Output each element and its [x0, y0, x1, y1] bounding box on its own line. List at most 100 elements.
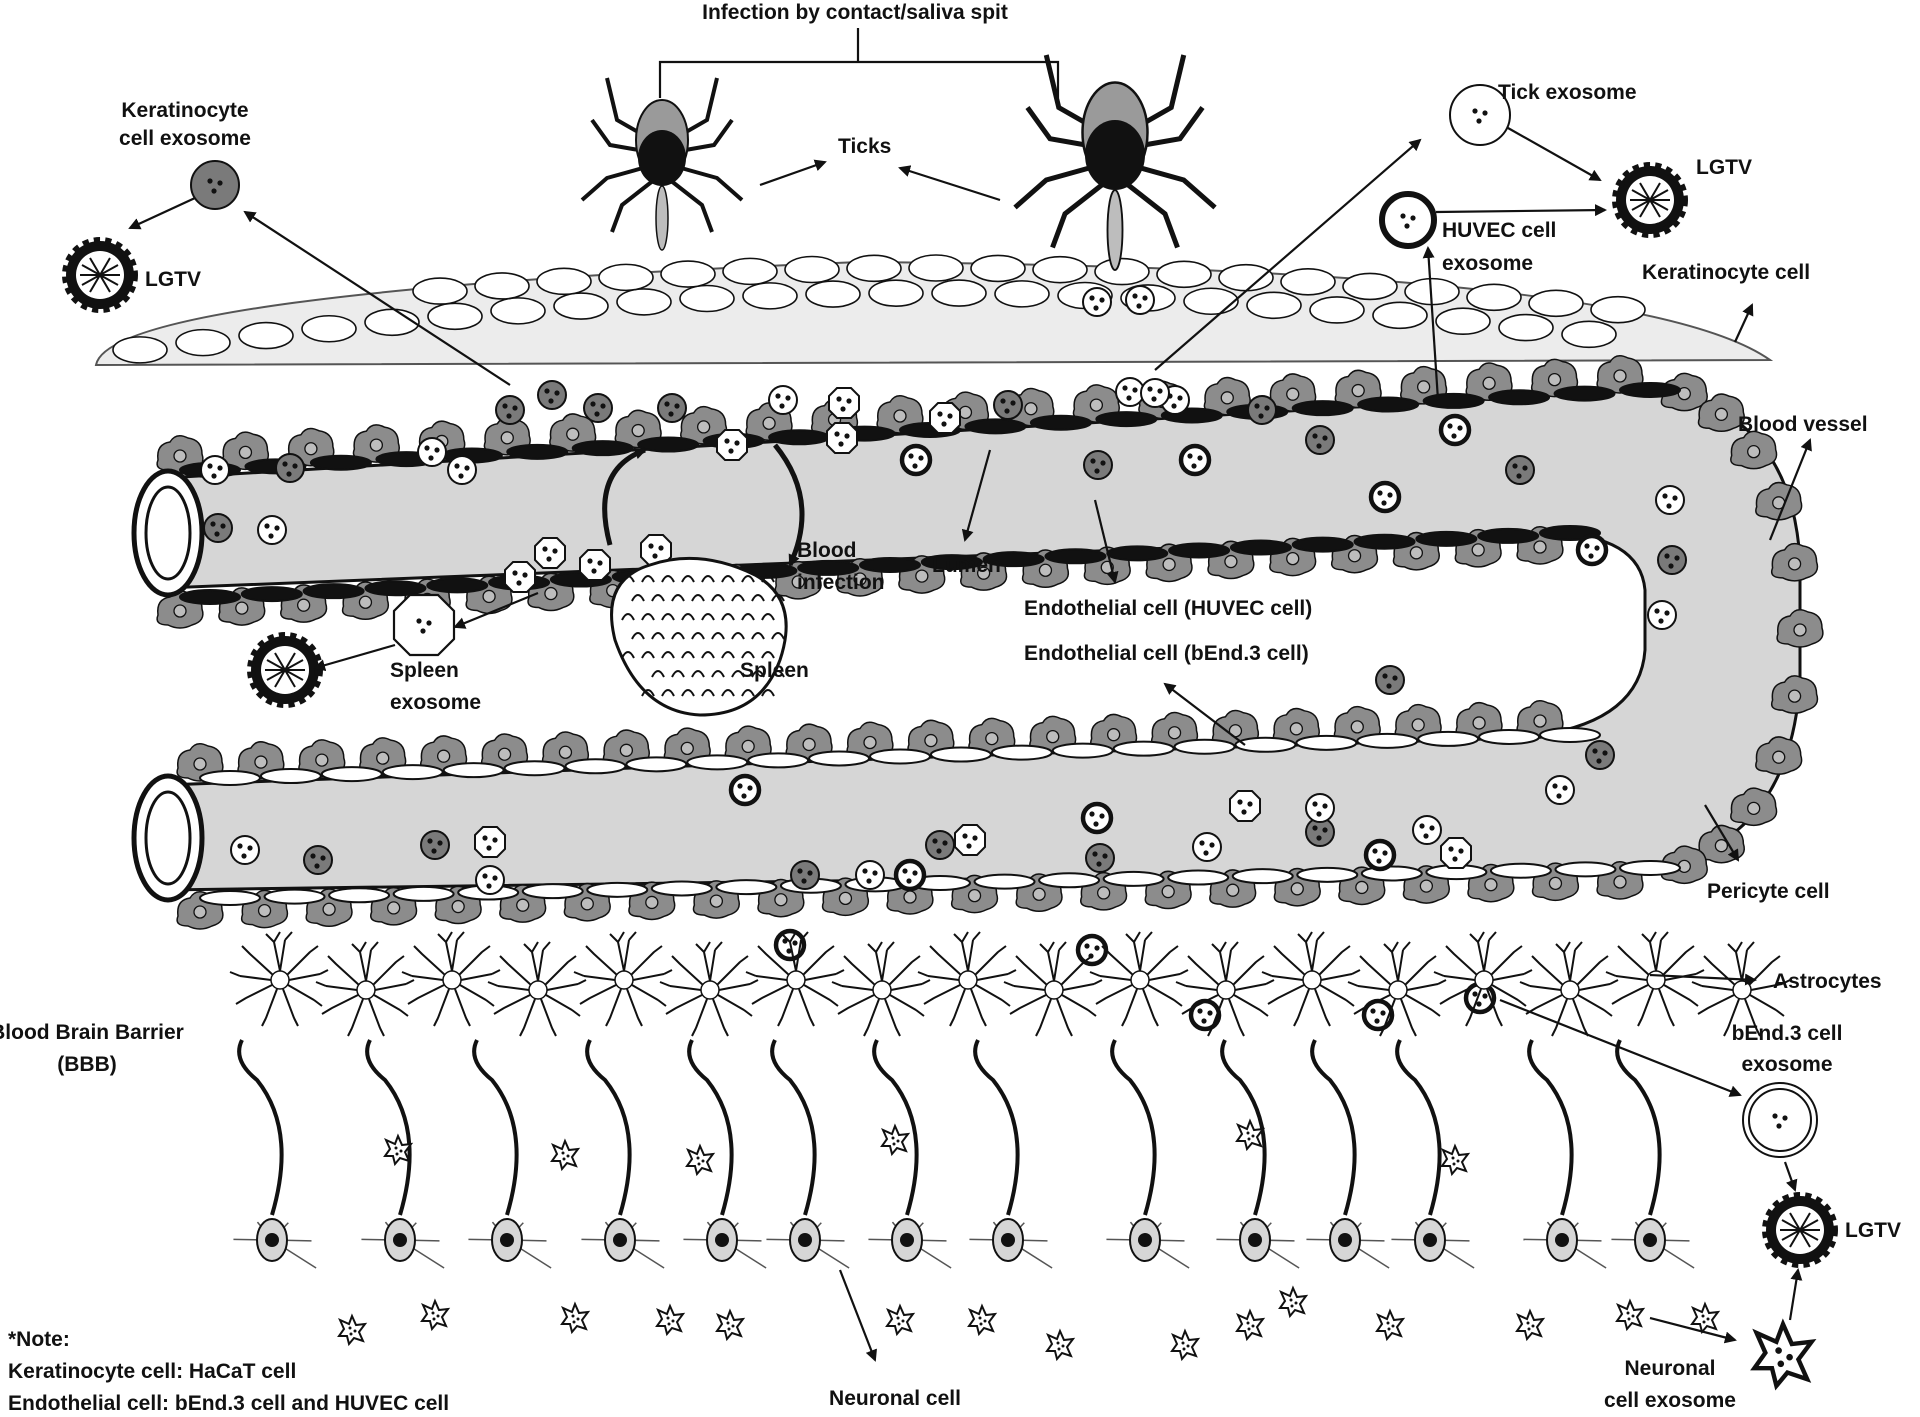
keratinocyte-cell: [1218, 263, 1274, 292]
spleen-texture-mark: [741, 651, 755, 659]
label-keratinocyte-cell: Keratinocyte cell: [1642, 261, 1810, 284]
exosome-icon: [475, 827, 505, 857]
neuron-icon: [992, 1218, 1024, 1262]
spleen-texture-mark: [681, 689, 695, 697]
exosome-icon: [1078, 936, 1106, 964]
keratinocyte-cell: [994, 280, 1050, 308]
neuron-axon: [872, 1039, 919, 1216]
exosome-icon: [1306, 426, 1334, 454]
neuronal-exosome-star-icon: [716, 1310, 744, 1340]
exosome-icon: [580, 550, 610, 580]
keratinocyte-cell: [805, 280, 861, 308]
endothelial-cell: [1291, 400, 1354, 417]
endothelial-cell: [964, 418, 1027, 435]
exosome-icon: [1441, 838, 1471, 868]
endothelial-cell: [1029, 414, 1092, 431]
neuronal-exosome-star-icon: [561, 1303, 589, 1333]
spleen-texture-mark: [681, 575, 695, 583]
neuron-icon: [256, 1218, 288, 1262]
spleen-texture-mark: [661, 651, 675, 659]
spleen-texture-mark: [721, 575, 735, 583]
exosome-icon: [1648, 601, 1676, 629]
label-spleen-exosome-1: Spleen: [390, 659, 459, 682]
endothelial-cell: [637, 436, 700, 453]
keratinocyte-cell: [1372, 301, 1428, 330]
exosome-icon: [535, 538, 565, 568]
keratinocyte-cell: [1528, 289, 1584, 318]
endothelial-cell: [259, 768, 322, 785]
spleen-texture-mark: [771, 632, 785, 640]
neuron-axon: [973, 1039, 1020, 1216]
spleen-texture-mark: [771, 594, 785, 602]
exosome-icon: [1248, 396, 1276, 424]
spleen-texture-mark: [661, 575, 675, 583]
endothelial-cell: [1478, 728, 1541, 745]
neuron-icon: [1329, 1218, 1361, 1262]
spleen-texture-mark: [661, 689, 675, 697]
keratinocyte-cell: [112, 336, 168, 364]
spleen-texture-mark: [711, 594, 725, 602]
exosome-icon: [1658, 546, 1686, 574]
astrocyte-icon: [573, 931, 673, 1027]
exosome-icon: [1546, 776, 1574, 804]
astrocyte-icon: [1347, 941, 1447, 1037]
neuronal-exosome-star-icon: [1441, 1145, 1469, 1175]
endothelial-cell: [1417, 730, 1480, 747]
neuronal-exosome-star-icon: [1236, 1310, 1264, 1340]
neuron-icon: [891, 1218, 923, 1262]
exosome-icon: [1441, 416, 1469, 444]
spleen-texture-mark: [731, 632, 745, 640]
label-blood-infection-1: Blood: [797, 539, 856, 562]
neuronal-exosome-star-icon: [968, 1305, 996, 1335]
label-astrocytes: Astrocytes: [1773, 970, 1882, 993]
astrocyte-icon: [315, 941, 415, 1037]
label-huvec-exosome-1: HUVEC cell: [1442, 219, 1556, 242]
endothelial-cell: [1044, 548, 1107, 565]
exosome-icon: [994, 391, 1022, 419]
endothelial-layer: [179, 382, 1681, 906]
blood-infection-arrow-right: [773, 443, 805, 567]
exosome-icon: [448, 456, 476, 484]
astrocyte-icon: [917, 931, 1017, 1027]
neuronal-exosome-star-icon: [1754, 1324, 1811, 1386]
keratinocyte-cell: [1094, 257, 1150, 286]
spleen-icon: [610, 556, 788, 717]
endothelial-cell: [1357, 396, 1420, 413]
label-lumen: Lumen: [932, 554, 1001, 577]
label-huvec-exosome-2: exosome: [1442, 252, 1533, 275]
spleen-texture-mark: [621, 651, 635, 659]
exosome-icon: [1191, 1001, 1219, 1029]
keratinocyte-cell: [722, 257, 778, 286]
neuronal-exosome-star-icon: [1516, 1310, 1544, 1340]
exosome-icon: [1083, 804, 1111, 832]
exosome-icon: [1376, 666, 1404, 694]
astrocyte-icon: [659, 941, 759, 1037]
spleen-texture-mark: [721, 651, 735, 659]
endothelial-cell: [768, 429, 831, 446]
label-ticks: Ticks: [838, 135, 891, 158]
exosome-icon: [896, 861, 924, 889]
spleen-texture-mark: [731, 670, 745, 678]
label-spleen-exosome-2: exosome: [390, 691, 481, 714]
endothelial-cell: [328, 887, 391, 904]
spleen-texture-mark: [701, 575, 715, 583]
endothelial-cell: [1295, 734, 1358, 751]
lgtv-virus-icon: [1616, 166, 1684, 234]
neuron-icon: [1129, 1218, 1161, 1262]
endothelial-cell: [1051, 742, 1114, 759]
exosome-icon: [1578, 536, 1606, 564]
keratinocyte-cell: [553, 292, 609, 320]
endothelial-cell: [1554, 861, 1617, 878]
label-blood-infection-2: infection: [797, 571, 885, 594]
label-neuronal-cell: Neuronal cell: [829, 1387, 961, 1410]
blood-infection-arrow-left: [602, 447, 647, 546]
endothelial-cell: [797, 559, 860, 576]
exosome-icon: [496, 396, 524, 424]
lgtv-virus-icon: [1766, 1196, 1834, 1264]
vessel-cross-section-upper-inner: [144, 485, 192, 581]
neuron-icon: [706, 1218, 738, 1262]
spleen-texture-mark: [741, 613, 755, 621]
tick-icon: [580, 76, 744, 252]
lgtv-virus-icon: [66, 241, 134, 309]
